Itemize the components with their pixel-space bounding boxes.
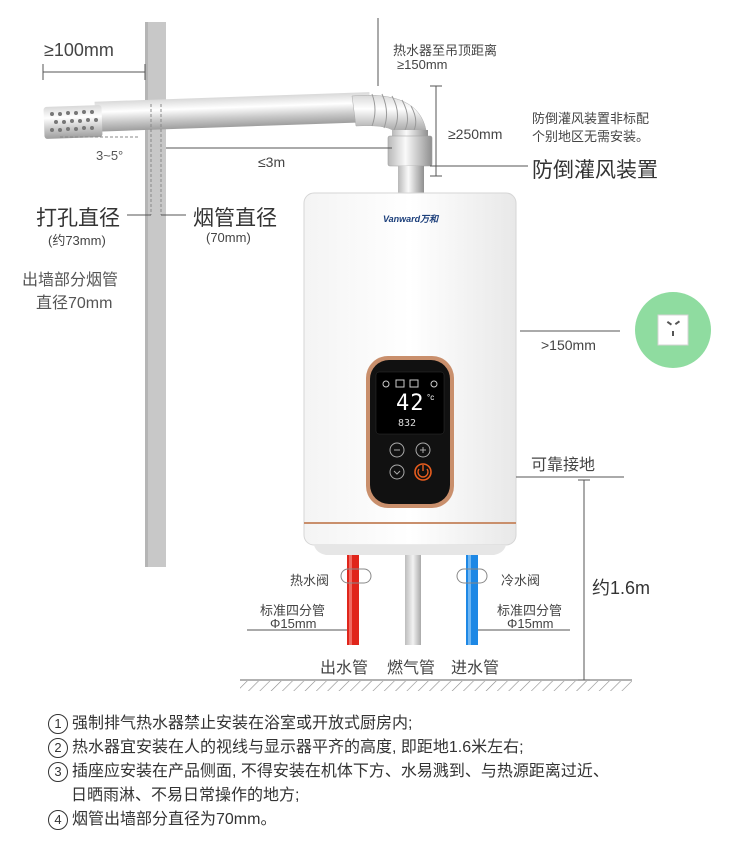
hole-diameter-value: (约73mm) [48, 233, 106, 248]
anti-backdraft-note-2: 个别地区无需安装。 [532, 129, 650, 144]
flue-diameter-value: (70mm) [206, 230, 251, 245]
dimension-lines [42, 18, 624, 681]
note-text: 烟管出墙部分直径为70mm。 [72, 811, 277, 828]
floor-height-label: 约1.6m [592, 578, 651, 598]
outlet-flue-label-1: 出墙部分烟管 [22, 272, 119, 289]
display-unit: °c [427, 393, 435, 402]
water-heater [303, 192, 517, 555]
vertical-pipe-label: ≥250mm [448, 126, 503, 142]
note-text: 插座应安装在产品侧面, 不得安装在机体下方、水易溅到、与热源距离过近、 [72, 763, 609, 780]
display-temperature: 42 [396, 391, 425, 416]
inlet-pipe-label: 进水管 [451, 660, 500, 677]
note-item: 3 插座应安装在产品侧面, 不得安装在机体下方、水易溅到、与热源距离过近、 [48, 760, 609, 784]
grounding-label: 可靠接地 [531, 457, 596, 474]
flue-diameter-label: 烟管直径 [193, 207, 277, 230]
cold-valve-label: 冷水阀 [501, 573, 541, 588]
brand-logo: Vanward万和 [383, 214, 439, 224]
note-number: 4 [48, 810, 68, 830]
pipe-spec-right-2: Φ15mm [507, 616, 554, 631]
note-number: 1 [48, 714, 68, 734]
hole-guides [60, 104, 162, 215]
side-clearance-label: >150mm [541, 337, 596, 353]
note-text: 日晒雨淋、不易日常操作的地方; [71, 787, 300, 804]
note-item-continued: 日晒雨淋、不易日常操作的地方; [48, 784, 609, 808]
outlet-pipe-label: 出水管 [320, 660, 369, 677]
power-outlet [635, 292, 711, 368]
installation-notes: 1 强制排气热水器禁止安装在浴室或开放式厨房内; 2 热水器宜安装在人的视线与显… [48, 712, 609, 832]
flue-pipe [94, 92, 433, 194]
note-text: 强制排气热水器禁止安装在浴室或开放式厨房内; [72, 715, 413, 732]
slope-label: 3~5° [96, 148, 124, 163]
note-number: 2 [48, 738, 68, 758]
pipe-spec-left-2: Φ15mm [270, 616, 317, 631]
outlet-flue-label-2: 直径70mm [36, 295, 113, 312]
pipe-spec-right-1: 标准四分管 [497, 603, 563, 618]
water-pipes [340, 555, 488, 645]
note-number: 3 [48, 762, 68, 782]
pipe-spec-left-1: 标准四分管 [260, 603, 326, 618]
ceiling-distance-label: 热水器至吊顶距离 [393, 43, 498, 58]
ceiling-distance-value: ≥150mm [397, 57, 448, 72]
hole-diameter-label: 打孔直径 [36, 207, 120, 230]
gas-pipe-label: 燃气管 [387, 660, 436, 677]
anti-backdraft-label: 防倒灌风装置 [532, 159, 658, 182]
wall [145, 22, 166, 567]
floor [240, 679, 632, 691]
wall-clearance-label: ≥100mm [44, 40, 114, 60]
flue-terminal [43, 105, 103, 139]
note-item: 1 强制排气热水器禁止安装在浴室或开放式厨房内; [48, 712, 609, 736]
anti-backdraft-note-1: 防倒灌风装置非标配 [532, 111, 650, 126]
note-item: 4 烟管出墙部分直径为70mm。 [48, 808, 609, 832]
note-text: 热水器宜安装在人的视线与显示器平齐的高度, 即距地1.6米左右; [72, 739, 524, 756]
display-sub-reading: 832 [398, 418, 417, 429]
pipe-length-label: ≤3m [258, 154, 286, 170]
hot-valve-label: 热水阀 [290, 573, 330, 588]
note-item: 2 热水器宜安装在人的视线与显示器平齐的高度, 即距地1.6米左右; [48, 736, 609, 760]
